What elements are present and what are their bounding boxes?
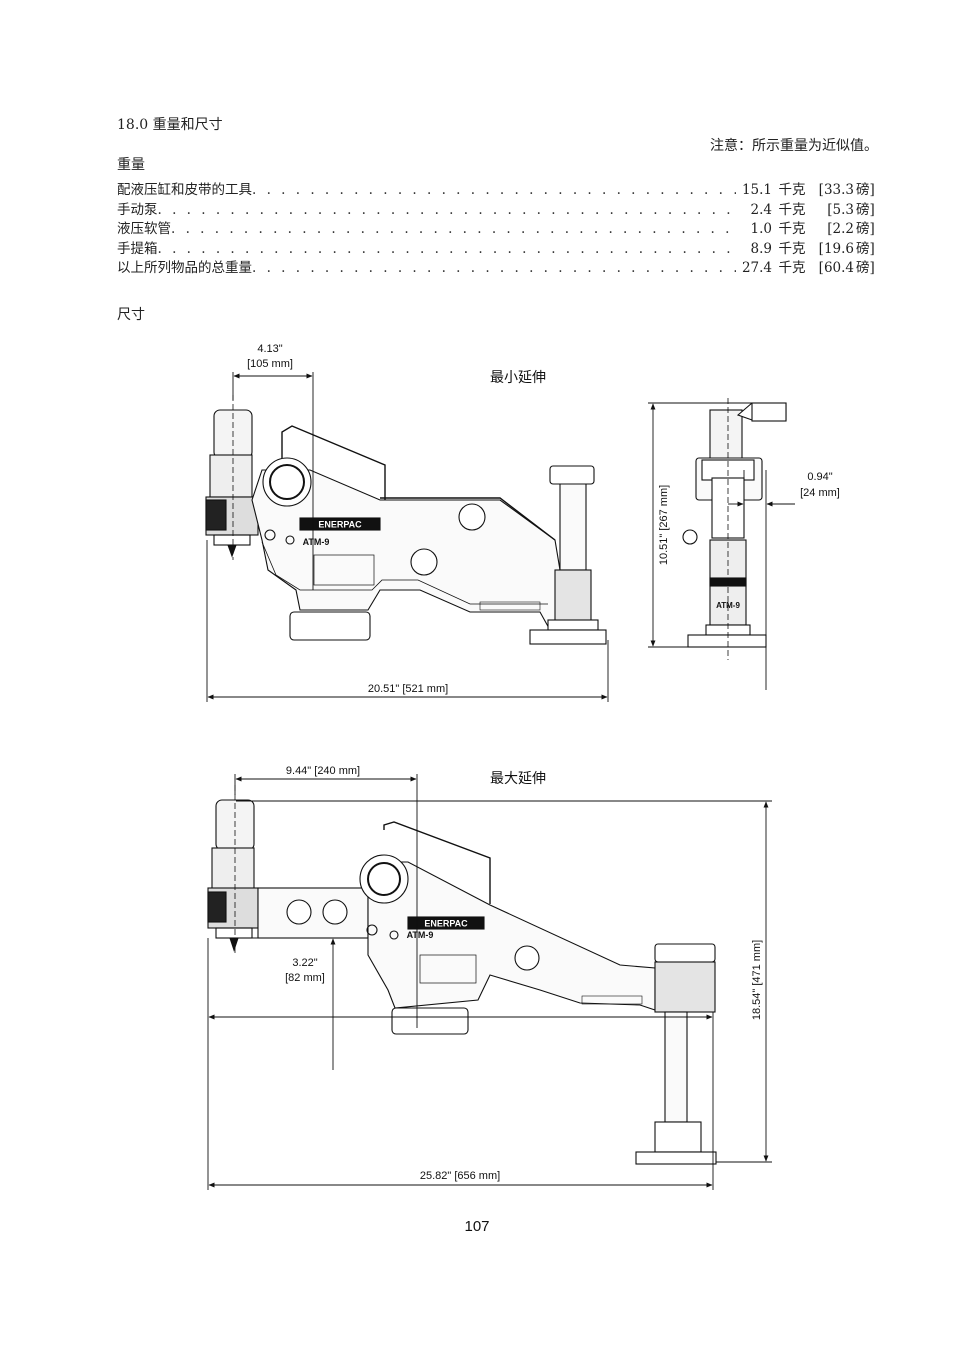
weight-item: 以上所列物品的总重量 [117, 260, 252, 276]
min-height-dimension [648, 402, 760, 648]
weight-item: 液压软管 [117, 221, 171, 237]
min-extension-end-view [682, 398, 787, 660]
weight-lb: [33.3 [818, 182, 854, 198]
weight-lb-unit: 磅] [856, 260, 875, 276]
weight-kg-unit: 千克 [778, 201, 806, 218]
weight-row: 手提箱 8.9 千克 [19.6 磅] [117, 237, 884, 257]
weight-lb-unit: 磅] [856, 182, 875, 198]
leader-dots [171, 221, 736, 237]
weight-kg: 15.1 [741, 182, 772, 198]
dimension-drawings: ENERPAC ATM-9 4.13" [105 mm] 最小延伸 20.51"… [205, 343, 840, 1190]
min-top-dim-mm: [105 mm] [247, 358, 293, 370]
min-length-dimension [206, 540, 609, 702]
min-offset-dim-mm: [24 mm] [800, 487, 840, 499]
max-length-dim: 25.82" [656 mm] [420, 1170, 500, 1182]
weight-row: 配液压缸和皮带的工具 15.1 千克 [33.3 磅] [117, 178, 884, 198]
end-view-model-label: ATM-9 [716, 601, 740, 610]
weight-kg-unit: 千克 [778, 240, 806, 257]
weight-lb: [60.4 [818, 260, 854, 276]
weight-lb-unit: 磅] [856, 221, 875, 237]
max-top-dim: 9.44" [240 mm] [286, 765, 360, 777]
max-top-dimension [234, 774, 418, 1028]
weight-table: 配液压缸和皮带的工具 15.1 千克 [33.3 磅] 手动泵 2.4 千克 [… [117, 178, 884, 276]
leader-dots [252, 260, 736, 276]
leader-dots [158, 202, 737, 218]
model-label: ATM-9 [303, 537, 330, 547]
weight-lb-unit: 磅] [856, 201, 875, 218]
weight-kg-unit: 千克 [778, 260, 806, 276]
min-extension-title: 最小延伸 [490, 370, 546, 386]
min-offset-dimension [728, 470, 795, 690]
weight-lb-unit: 磅] [856, 240, 875, 257]
max-height-dimension [236, 800, 772, 1163]
weight-kg: 2.4 [750, 201, 772, 218]
weight-row: 手动泵 2.4 千克 [5.3 磅] [117, 198, 884, 218]
min-length-dim: 20.51" [521 mm] [368, 683, 448, 695]
weight-kg-unit: 千克 [778, 182, 806, 198]
min-offset-dim-in: 0.94" [807, 471, 832, 483]
weight-item: 配液压缸和皮带的工具 [117, 182, 252, 198]
weight-lb: [5.3 [827, 201, 854, 218]
leader-dots [158, 241, 737, 257]
weight-kg-unit: 千克 [778, 221, 806, 237]
weight-subheading: 重量 [117, 157, 145, 173]
min-top-dim-in: 4.13" [257, 343, 282, 355]
max-length-dimension [207, 938, 714, 1190]
min-extension-side-view [205, 395, 607, 645]
max-model-label: ATM-9 [407, 930, 434, 940]
min-top-dimension [232, 372, 314, 590]
max-drop-dim-mm: [82 mm] [285, 972, 325, 984]
leader-dots [252, 182, 736, 198]
weight-note: 注意：所示重量为近似值。 [710, 138, 878, 154]
max-drop-dimension [252, 937, 342, 1070]
weight-item: 手动泵 [117, 201, 158, 218]
max-height-dim: 18.54" [471 mm] [751, 940, 763, 1020]
weight-kg: 27.4 [741, 260, 772, 276]
min-height-dim: 10.51" [267 mm] [658, 485, 670, 565]
max-extension-title: 最大延伸 [490, 771, 546, 787]
weight-lb: [19.6 [818, 240, 854, 257]
dimensions-subheading: 尺寸 [117, 307, 145, 323]
brand-label: ENERPAC [318, 520, 362, 530]
weight-row: 液压软管 1.0 千克 [2.2 磅] [117, 217, 884, 237]
max-drop-dim-in: 3.22" [292, 957, 317, 969]
weight-item: 手提箱 [117, 240, 158, 257]
section-heading: 18.0 重量和尺寸 [117, 117, 223, 133]
page-number: 107 [464, 1218, 490, 1235]
max-extension-side-view [207, 785, 717, 1165]
max-brand-label: ENERPAC [424, 919, 468, 929]
weight-kg: 8.9 [750, 240, 772, 257]
weight-kg: 1.0 [750, 221, 772, 237]
weight-lb: [2.2 [827, 221, 854, 237]
weight-row: 以上所列物品的总重量 27.4 千克 [60.4 磅] [117, 256, 884, 276]
